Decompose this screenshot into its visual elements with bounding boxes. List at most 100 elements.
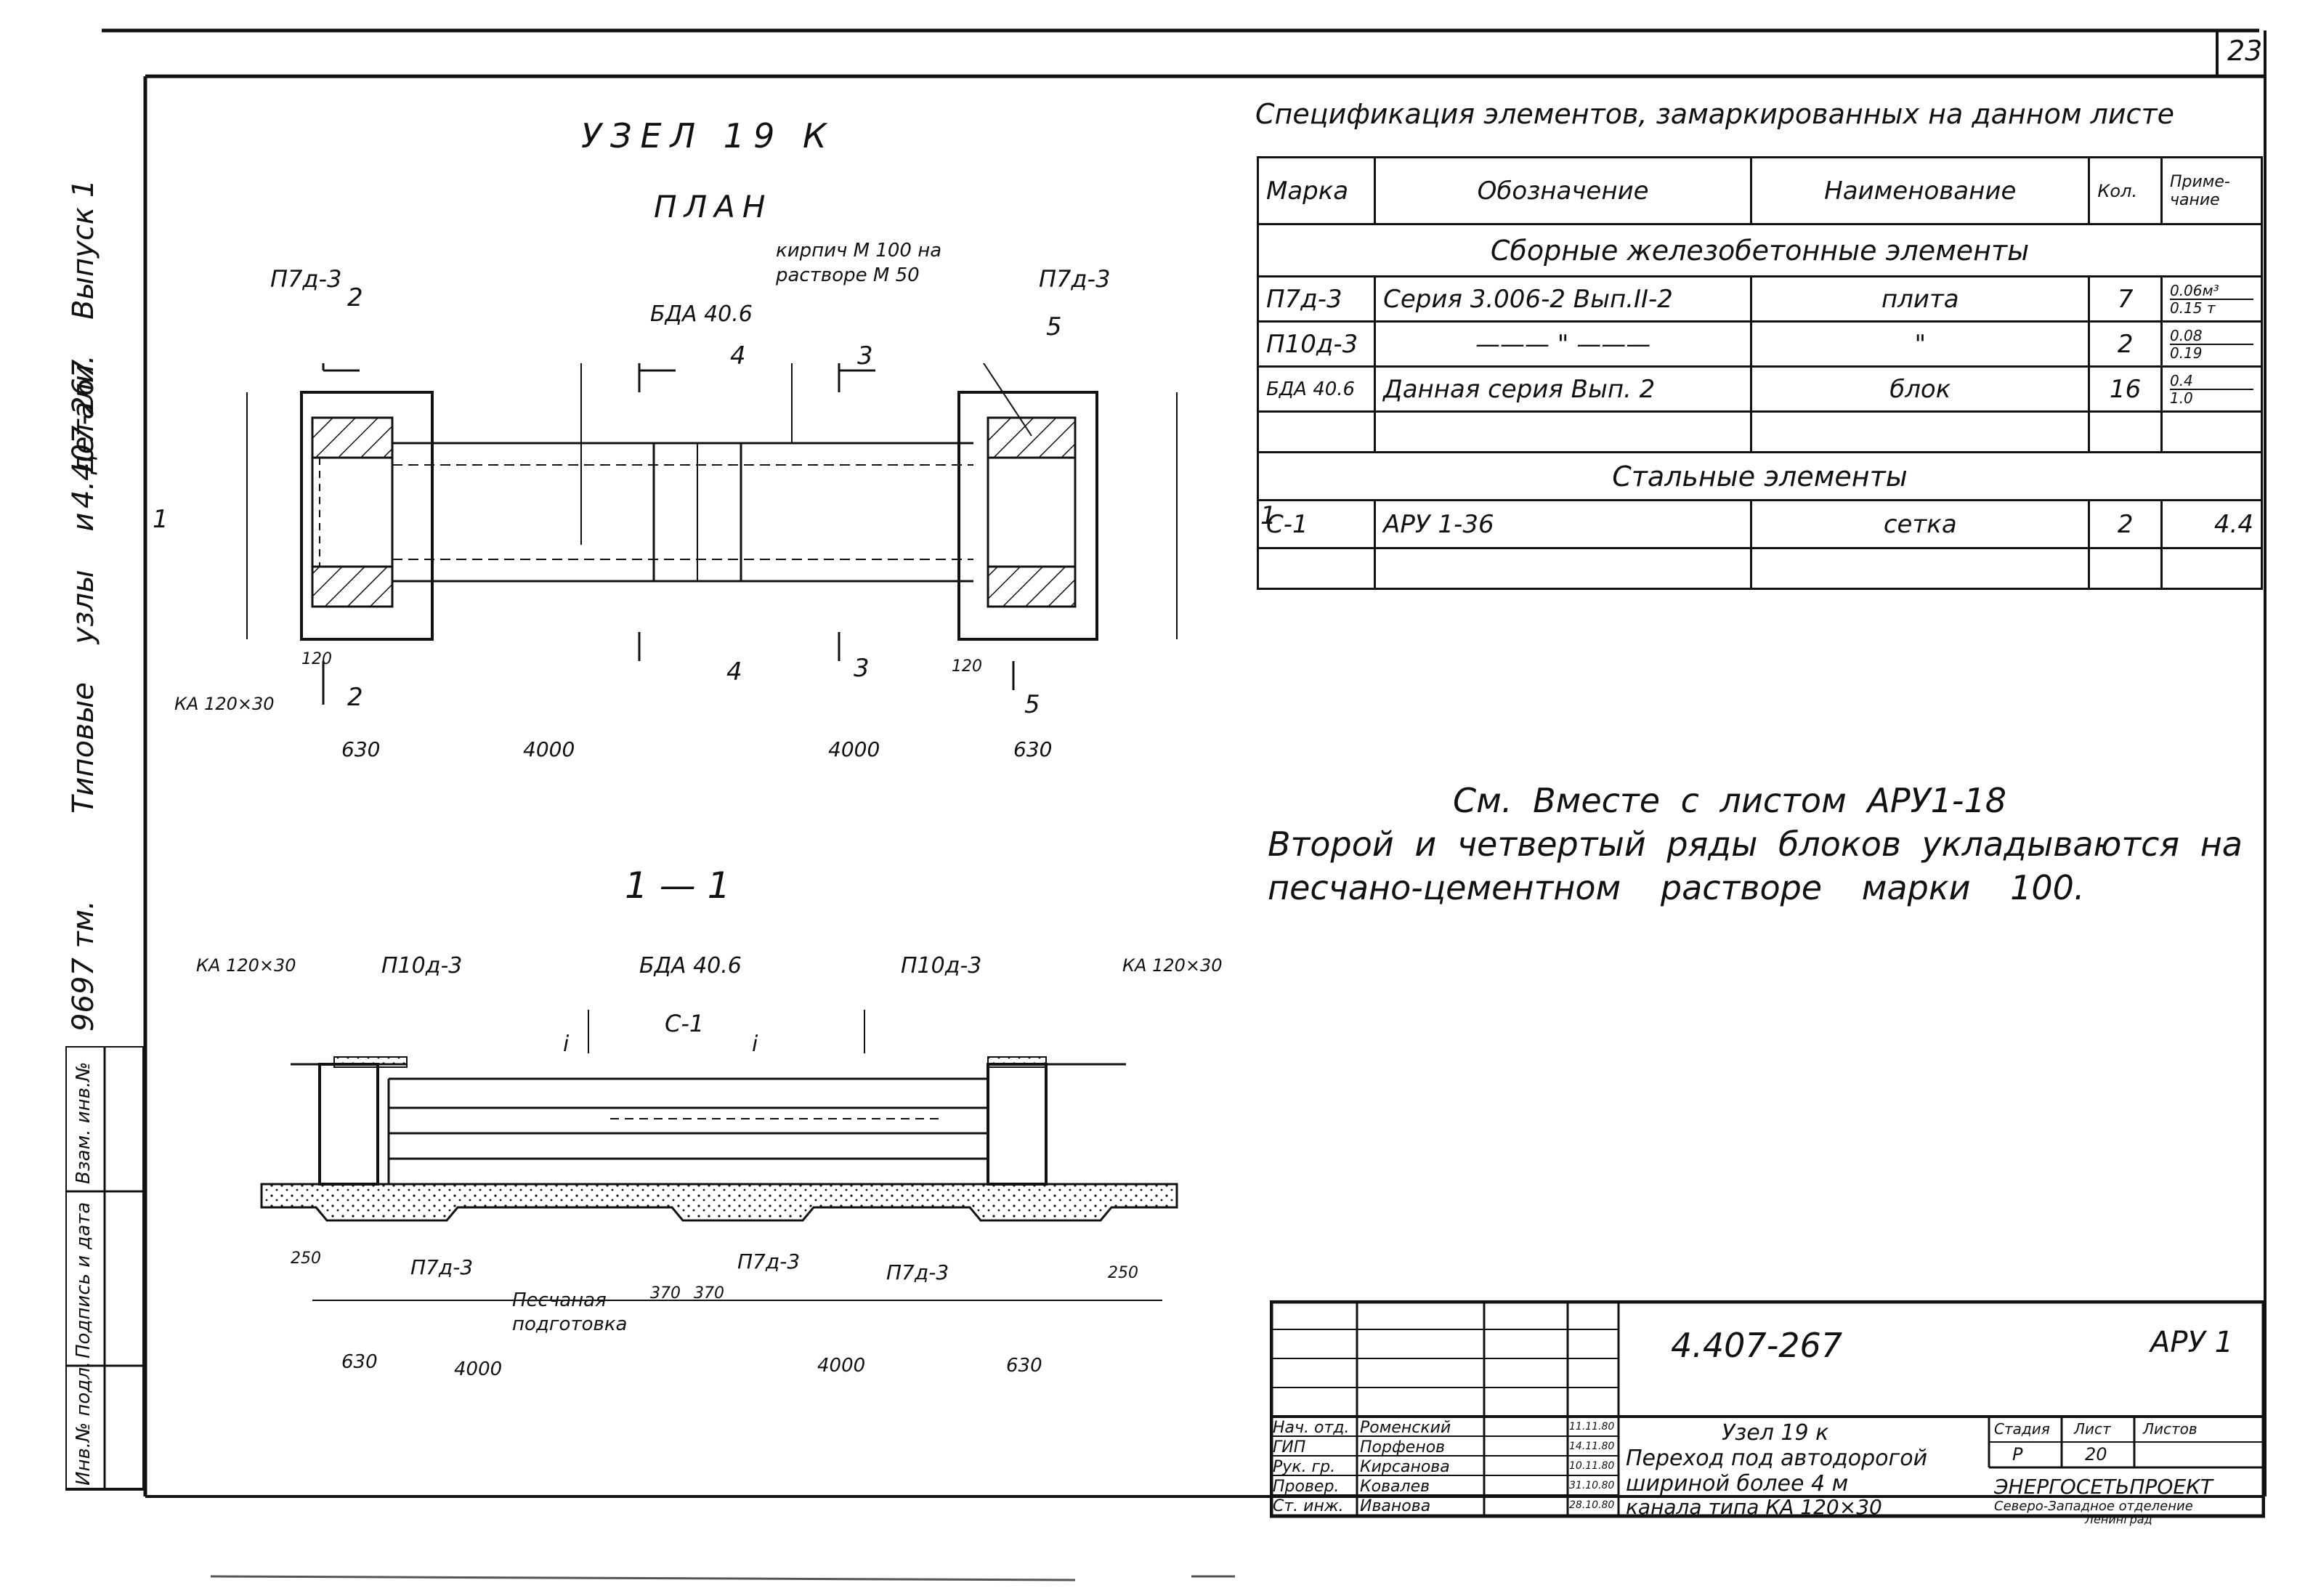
title-sheet-code: АРУ 1 (2150, 1326, 2234, 1359)
plan-block-label: БДА 40.6 (650, 301, 753, 327)
spec-cell-mark: С-1 (1256, 499, 1377, 549)
title-description-4: канала типа КА 120×30 (1626, 1495, 1882, 1519)
spec-note-volume: 0.08 (2169, 328, 2253, 345)
spec-cell-note: 0.06м³ 0.15 т (2160, 275, 2264, 323)
section-dim: 630 (341, 1351, 378, 1373)
spec-cell-mark: БДА 40.6 (1256, 365, 1377, 413)
title-name: Порфенов (1360, 1438, 1446, 1457)
plan-section-mark: 2 (347, 283, 363, 312)
spec-cell-note: 0.08 0.19 (2160, 320, 2264, 368)
title-date: 31.10.80 (1569, 1480, 1615, 1491)
spec-note-volume: 0.4 (2169, 373, 2253, 390)
title-role: Нач. отд. (1273, 1419, 1350, 1437)
section-slab-left-label: П10д-3 (381, 953, 463, 979)
title-name: Кирсанова (1360, 1458, 1450, 1476)
title-stage: Р (2012, 1444, 2023, 1465)
title-sheet-label: Лист (2074, 1420, 2111, 1438)
margin-series-title: Типовые узлы и детали. (67, 355, 100, 814)
title-name: Роменский (1360, 1419, 1451, 1437)
plan-brick-note-2: растворе М 50 (776, 264, 920, 286)
plan-slab-left-label: П7д-3 (270, 265, 342, 293)
note-line-2: Второй и четвертый ряды блоков укладываю… (1268, 825, 2243, 864)
title-role: Ст. инж. (1273, 1497, 1344, 1515)
spec-cell-designation: АРУ 1-36 (1374, 499, 1753, 549)
plan-dim: 4000 (523, 737, 575, 761)
title-role: ГИП (1273, 1438, 1306, 1457)
section-channel-right-label: КА 120×30 (1122, 955, 1223, 976)
note-line-3: песчано-цементном растворе марки 100. (1268, 868, 2085, 907)
plan-section-mark: 5 (1046, 312, 1062, 341)
spec-cell-qty: 16 (2088, 365, 2163, 413)
section-drawing (260, 1010, 1178, 1301)
plan-drawing (246, 363, 1178, 705)
plan-section-mark: 1 (153, 505, 169, 534)
plan-dim: 4000 (828, 737, 880, 761)
section-bottom-slab-label: П7д-3 (410, 1255, 474, 1279)
spec-note-mass: 1.0 (2169, 389, 2193, 407)
spec-cell-designation: Данная серия Вып. 2 (1374, 365, 1753, 413)
spec-note-mass: 0.19 (2169, 344, 2203, 362)
sheet-number: 23 (2227, 35, 2263, 67)
title-date: 28.10.80 (1569, 1499, 1615, 1511)
margin-issue: Выпуск 1 (67, 179, 100, 320)
title-date: 11.11.80 (1569, 1421, 1615, 1433)
spec-header-mark: Марка (1256, 156, 1377, 225)
section-slope-right: i (752, 1032, 758, 1057)
plan-dim: 120 (952, 657, 982, 676)
plan-section-mark: 5 (1024, 690, 1040, 719)
section-sand-label-2: подготовка (512, 1313, 628, 1335)
title-org-2: Северо-Западное отделение (1994, 1499, 2193, 1514)
spec-title: Спецификация элементов, замаркированных … (1255, 98, 2174, 130)
spec-group-steel: Стальные элементы (1257, 451, 2263, 501)
title-description-2: Переход под автодорогой (1626, 1446, 1928, 1471)
section-dim: 370 (650, 1284, 681, 1303)
spec-row-empty (1256, 410, 2264, 453)
spec-cell-mark: П7д-3 (1256, 275, 1377, 323)
title-sheets-label: Листов (2143, 1420, 2197, 1438)
spec-row: БДА 40.6 Данная серия Вып. 2 блок 16 0.4… (1256, 365, 2264, 413)
section-dim: 630 (1006, 1355, 1042, 1377)
plan-section-mark: 2 (347, 683, 363, 712)
plan-slab-right-label: П7д-3 (1039, 265, 1111, 293)
plan-section-mark: 4 (730, 341, 746, 370)
spec-row-empty (1256, 547, 2264, 590)
spec-row: С-1 АРУ 1-36 сетка 2 4.4 (1256, 499, 2264, 549)
spec-cell-qty: 2 (2088, 499, 2163, 549)
title-description-3: шириной более 4 м (1626, 1471, 1849, 1496)
section-dim: 250 (291, 1249, 321, 1268)
section-block-label: БДА 40.6 (639, 953, 742, 979)
spec-table: Марка Обозначение Наименование Кол. Прим… (1256, 156, 2264, 590)
title-doc-code: 4.407-267 (1671, 1326, 1843, 1365)
spec-note-mass: 0.15 т (2169, 299, 2216, 317)
spec-cell-note: 0.4 1.0 (2160, 365, 2264, 413)
margin-stamp (65, 1046, 145, 1491)
margin-tm-number: 9697 тм. (67, 900, 100, 1032)
plan-title: УЗЕЛ 19 К (581, 116, 835, 155)
title-stage-label: Стадия (1994, 1420, 2050, 1438)
title-name: Иванова (1360, 1497, 1431, 1515)
spec-row: П10д-3 ——— " ——— " 2 0.08 0.19 (1256, 320, 2264, 368)
spec-cell-name: " (1750, 320, 2091, 368)
spec-header-designation: Обозначение (1374, 156, 1753, 225)
stamp-inv-original: Инв.№ подл. (73, 1361, 94, 1486)
plan-subtitle: ПЛАН (654, 189, 773, 224)
spec-header-qty: Кол. (2088, 156, 2163, 225)
spec-note-volume: 0.06м³ (2169, 283, 2253, 300)
spec-cell-designation: Серия 3.006-2 Вып.II-2 (1374, 275, 1753, 323)
spec-header-name: Наименование (1750, 156, 2091, 225)
section-dim: 250 (1108, 1264, 1138, 1282)
section-bottom-slab-label: П7д-3 (886, 1260, 949, 1284)
title-org-3: Ленинград (2085, 1512, 2152, 1526)
plan-channel-left-label: КА 120×30 (174, 694, 275, 714)
spec-cell-qty: 2 (2088, 320, 2163, 368)
section-mesh-label: С-1 (665, 1010, 705, 1037)
spec-cell-qty: 7 (2088, 275, 2163, 323)
section-title: 1 — 1 (625, 864, 731, 907)
spec-cell-name: блок (1750, 365, 2091, 413)
spec-cell-name: сетка (1750, 499, 2091, 549)
section-dim: 370 (694, 1284, 724, 1303)
section-bottom-slab-label: П7д-3 (737, 1249, 801, 1273)
plan-section-mark: 4 (726, 657, 742, 686)
